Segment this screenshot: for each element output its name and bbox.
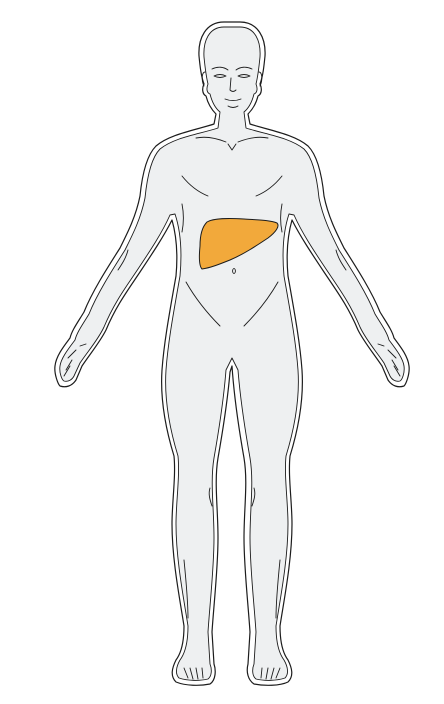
neck-notch — [227, 143, 237, 151]
right-hand-fingers — [377, 343, 401, 377]
right-chest-line — [255, 175, 283, 197]
left-ear — [201, 71, 206, 87]
right-eye — [237, 74, 251, 78]
left-knee-line — [208, 487, 213, 507]
left-flank — [181, 203, 184, 233]
left-elbow-line — [117, 249, 129, 271]
left-eye — [213, 74, 227, 78]
nose — [229, 77, 237, 92]
left-clavicle — [195, 136, 227, 143]
chin-line — [227, 105, 239, 108]
torso-details — [181, 136, 283, 327]
navel — [232, 268, 236, 274]
left-eyebrow — [211, 66, 229, 71]
liver-highlight — [198, 217, 279, 270]
left-chest-line — [181, 175, 209, 197]
right-knee-line — [251, 487, 256, 507]
right-ear — [258, 71, 263, 87]
right-eyebrow — [235, 66, 253, 71]
right-flank — [280, 203, 283, 233]
body-silhouette — [59, 26, 405, 681]
face-details — [201, 66, 263, 108]
right-elbow-line — [335, 249, 347, 271]
left-hand-fingers — [63, 343, 87, 377]
right-shin-line — [275, 559, 281, 619]
left-shin-line — [183, 559, 189, 619]
right-toes — [260, 667, 281, 680]
body-outer-outline — [54, 21, 410, 686]
limb-details — [63, 249, 401, 680]
left-toes — [183, 667, 204, 680]
right-clavicle — [237, 136, 269, 143]
left-hip-line — [185, 281, 221, 327]
right-hip-line — [243, 281, 279, 327]
mouth — [224, 98, 242, 101]
